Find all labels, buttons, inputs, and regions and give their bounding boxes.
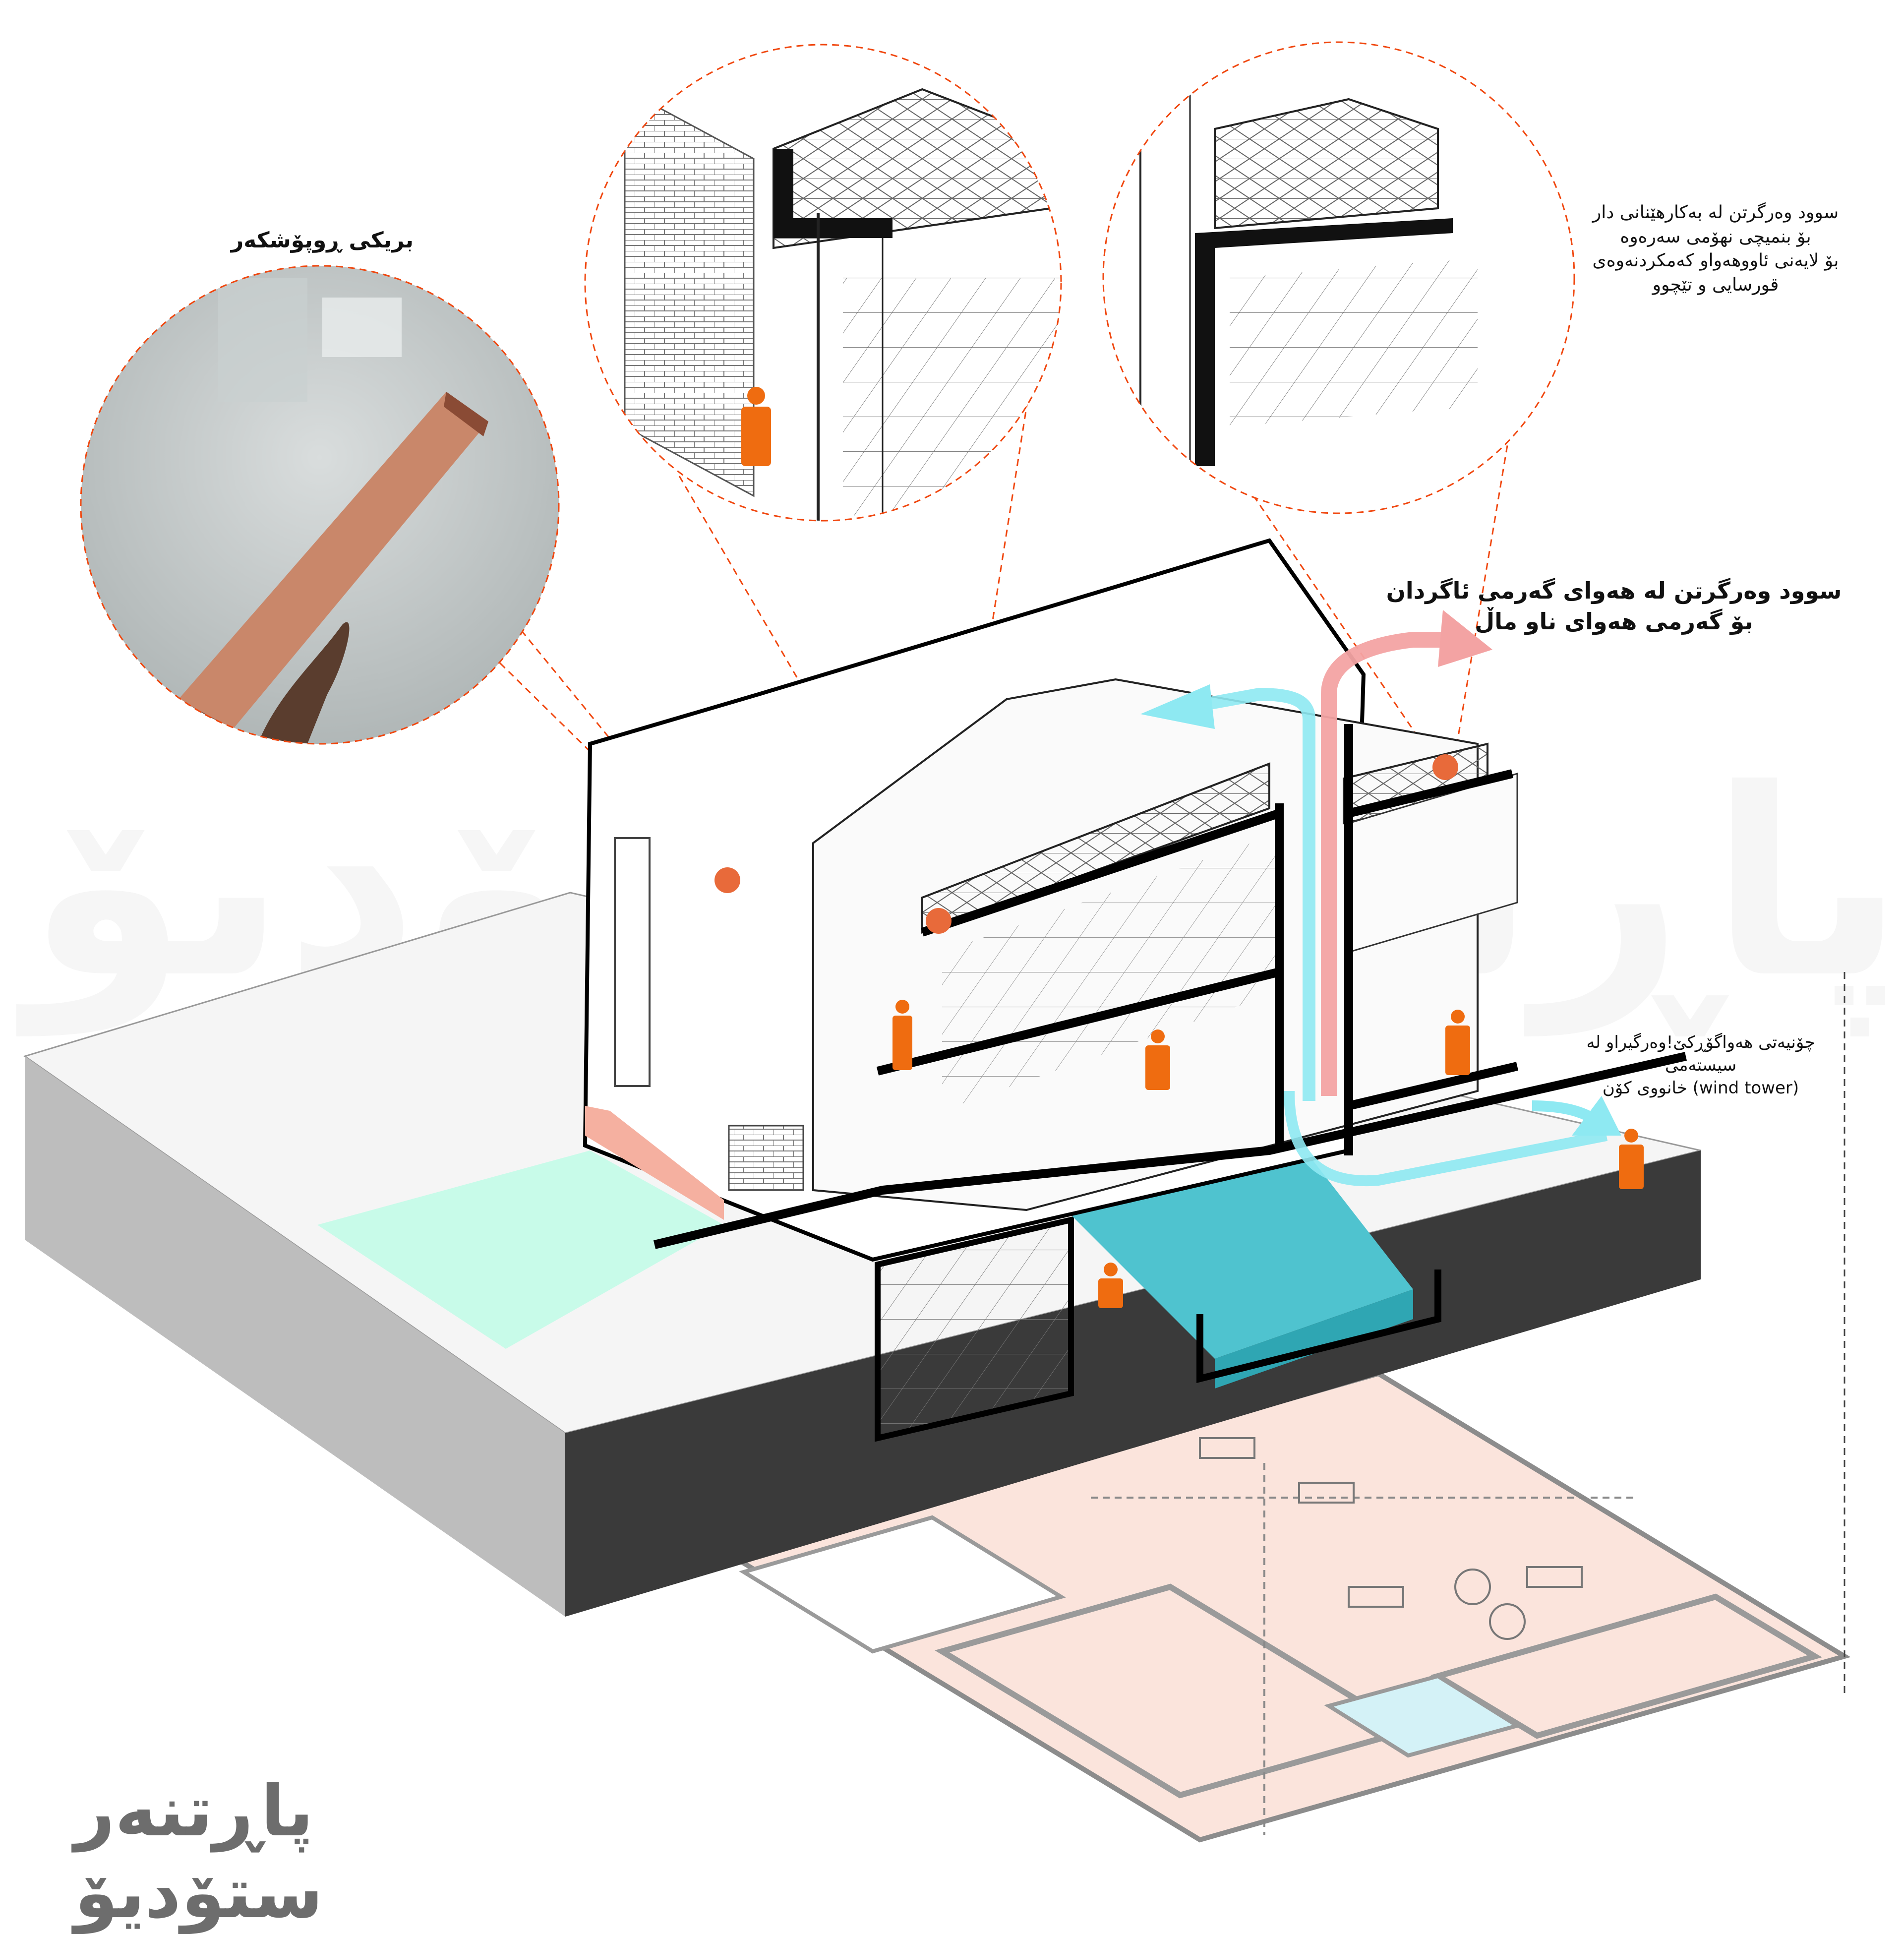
lawn: [317, 1150, 724, 1349]
wind-tower-line: سیستەمی: [1665, 1055, 1737, 1075]
magnify-circle-icon: [714, 867, 740, 893]
air-flow: [1140, 610, 1621, 1136]
brick-cladding-label: بریکی ڕوپۆشکەر: [164, 226, 481, 255]
cool-air-arrow-icon: [1140, 684, 1215, 729]
wood-roof-line: قورسایی و تێچوو: [1652, 274, 1779, 295]
basement-pool: [1071, 1155, 1413, 1359]
magnify-circle-icon: [80, 265, 560, 745]
fireplace-heat-line: بۆ گەرمی هەوای ناو ماڵ: [1475, 608, 1753, 635]
brick-cladding-line: بریکی ڕوپۆشکەر: [231, 228, 414, 253]
magnify-circle-icon: [1102, 41, 1575, 514]
fireplace-heat-note: سوود وەرگرتن لە هەوای گەرمی ئاگردان بۆ گ…: [1383, 575, 1844, 637]
wood-roof-line: بۆ لایەنی ئاووهەواو کەمکردنەوەی: [1592, 250, 1839, 271]
people: [741, 387, 1644, 1308]
floor-plan: [727, 972, 1851, 1843]
person-icon: [1145, 1029, 1170, 1090]
cool-air-shaft: [1203, 687, 1315, 1101]
wind-tower-note: چۆنیەتی هەواگۆڕکێ!وەرگیراو لە سیستەمی (w…: [1537, 1031, 1864, 1100]
person-icon: [892, 1000, 912, 1070]
person-icon: [1098, 1263, 1123, 1308]
fireplace-heat-line: سوود وەرگرتن لە هەوای گەرمی ئاگردان: [1386, 577, 1842, 604]
wood-roof-note: سوود وەرگرتن لە بەکارهێنانی دار بۆ بنمیچ…: [1562, 201, 1869, 297]
zoom-detail-roof-a: [585, 45, 1061, 521]
wood-roof-line: بۆ بنمیچی نهۆمی سەرەوە: [1620, 226, 1811, 247]
magnify-circle-icon: [1432, 754, 1458, 780]
person-icon: [1445, 1010, 1470, 1075]
magnify-circle-icon: [584, 44, 1062, 522]
wood-roof-line: سوود وەرگرتن لە بەکارهێنانی دار: [1592, 202, 1839, 223]
brick-photo: [81, 266, 559, 744]
person-icon: [741, 387, 771, 466]
detail-markers: [714, 754, 1458, 934]
magnify-circle-icon: [926, 908, 952, 934]
wind-tower-line: چۆنیەتی هەواگۆڕکێ!وەرگیراو لە: [1586, 1032, 1815, 1052]
warm-air-arrow-icon: [1438, 610, 1492, 667]
warm-air-shaft: [1321, 632, 1463, 1096]
tall-window: [614, 837, 651, 1087]
basement: [875, 1155, 1441, 1442]
studio-brand: پاڕتنەر ستۆدیۆ: [74, 1770, 323, 1934]
house-section: [583, 538, 1687, 1262]
zoom-detail-roof-b: [1103, 42, 1574, 513]
person-icon: [1619, 1129, 1644, 1189]
leader-zoom-b-left: [1219, 446, 1439, 767]
wind-tower-line: (wind tower) خانووی کۆن: [1602, 1078, 1799, 1098]
leader-zoom-b-right: [1454, 386, 1518, 754]
